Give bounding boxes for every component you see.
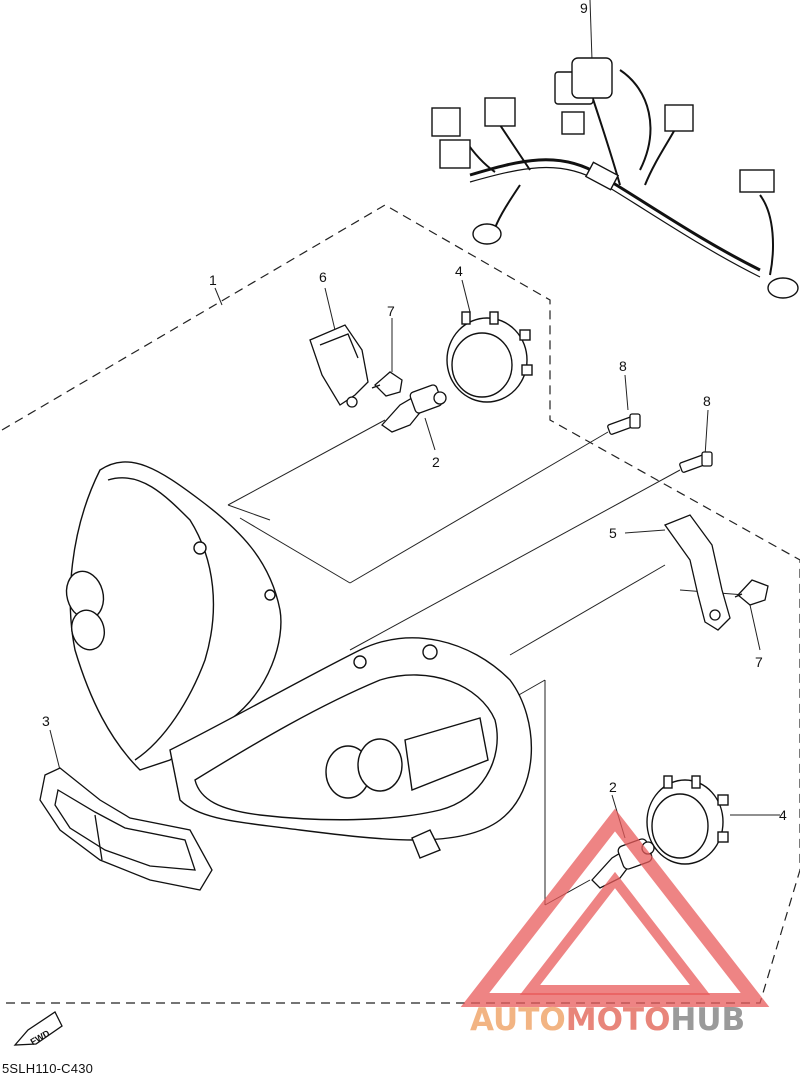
drawing-code: 5SLH110-C430 [2, 1061, 94, 1076]
label-cover: 6 [319, 269, 327, 285]
label-bulb-upper: 2 [432, 454, 440, 470]
watermark-logo [460, 808, 770, 1007]
retaining-ring-upper [446, 311, 533, 403]
watermark-part3: HUB [670, 1002, 745, 1038]
bracket [663, 514, 731, 631]
wiring-harness [431, 57, 799, 299]
label-socket-right: 7 [755, 654, 763, 670]
bulb-socket-upper [371, 371, 403, 397]
label-bracket: 5 [609, 525, 617, 541]
label-grille: 3 [42, 713, 50, 729]
watermark-part2: MOTO [566, 1002, 671, 1038]
label-socket-upper: 7 [387, 303, 395, 319]
lower-grille [39, 767, 213, 891]
label-assembly: 1 [209, 272, 217, 288]
label-harness: 9 [580, 0, 588, 16]
bulb-socket-right [734, 579, 769, 606]
bulb-upper [381, 384, 447, 433]
part-labels: 1 6 7 4 2 8 8 5 7 9 4 2 3 [42, 0, 787, 823]
watermark-text: AUTOMOTOHUB [470, 1002, 745, 1038]
watermark-part1: AUTO [470, 1002, 566, 1038]
label-screw-b: 8 [703, 393, 711, 409]
label-bulb-lower: 2 [609, 779, 617, 795]
label-ring-lower: 4 [779, 807, 787, 823]
headlight-assembly [65, 461, 532, 859]
retaining-ring-lower [646, 775, 729, 865]
fwd-arrow-icon: FWD [13, 1011, 63, 1047]
label-ring-upper: 4 [455, 263, 463, 279]
bulb-cover [309, 324, 369, 408]
screws [607, 413, 713, 473]
label-screw-a: 8 [619, 358, 627, 374]
